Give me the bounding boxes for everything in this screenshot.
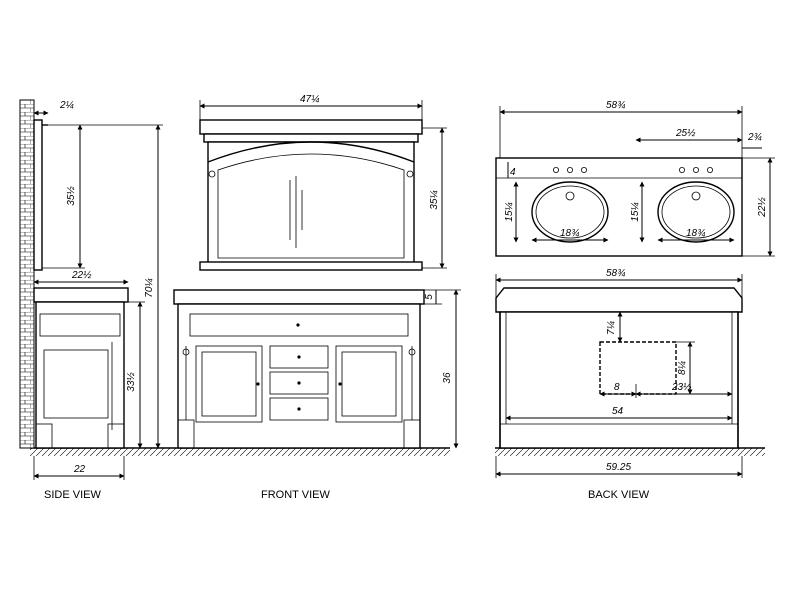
dim-back-opening-top: 7¼ [605, 321, 617, 335]
dim-side-wall-gap: 2¼ [59, 99, 74, 111]
side-mirror-profile [33, 119, 43, 271]
ground-hatch [30, 447, 765, 456]
dim-back-opening-width: 23½ [671, 382, 692, 393]
front-vanity [173, 289, 425, 449]
dim-top-faucet-offset: 4 [510, 167, 516, 178]
dim-top-sink-width-left: 18¾ [560, 228, 579, 239]
dim-top-depth: 22½ [757, 197, 768, 218]
dim-side-mirror-height: 35½ [66, 186, 77, 206]
dim-top-sink-width-right: 18¾ [686, 228, 705, 239]
dim-side-base-depth: 22 [73, 464, 86, 475]
dim-front-mirror-width: 47¼ [300, 93, 319, 105]
top-view: 58¾ 25½ 2¾ 4 15¼ 15¼ 18¾ 18¾ 22½ [495, 100, 775, 257]
dim-back-top-width: 58¾ [606, 268, 625, 279]
dim-top-width: 58¾ [606, 100, 625, 111]
caption-front-view: FRONT VIEW [261, 489, 330, 501]
dim-side-total-height: 70¼ [143, 278, 155, 297]
dim-side-cabinet-height: 33½ [126, 372, 137, 392]
dim-back-total-width: 59.25 [606, 462, 631, 473]
front-mirror [199, 119, 423, 271]
side-cabinet [35, 301, 125, 449]
dim-top-sink-depth-right: 15¼ [629, 202, 641, 221]
dim-back-opening-left: 8 [614, 382, 620, 393]
dim-back-opening-height: 8¼ [676, 361, 688, 375]
dim-top-sink-offset: 25½ [675, 128, 696, 139]
side-countertop [33, 287, 129, 303]
back-view: 58¾ 7¼ 8¼ 8 23½ 54 59.25 BACK VIEW [495, 268, 743, 501]
back-cabinet [499, 311, 739, 449]
dim-front-counter-thickness: 5 [424, 294, 435, 300]
dim-back-inner-width: 54 [612, 406, 624, 417]
caption-back-view: BACK VIEW [588, 489, 650, 501]
dim-top-backsplash: 2¾ [747, 132, 762, 143]
caption-side-view: SIDE VIEW [44, 489, 101, 501]
wall [19, 99, 35, 449]
front-view: 47¼ 35¼ [173, 93, 461, 501]
dim-top-sink-depth-left: 15¼ [503, 202, 515, 221]
dim-side-top-depth: 22½ [71, 270, 92, 281]
side-view: 2¼ 35½ 22½ 70¼ 33½ 22 SIDE VIEW [19, 99, 163, 501]
dim-front-mirror-height: 35¼ [428, 190, 440, 209]
dim-front-vanity-height: 36 [442, 372, 453, 384]
